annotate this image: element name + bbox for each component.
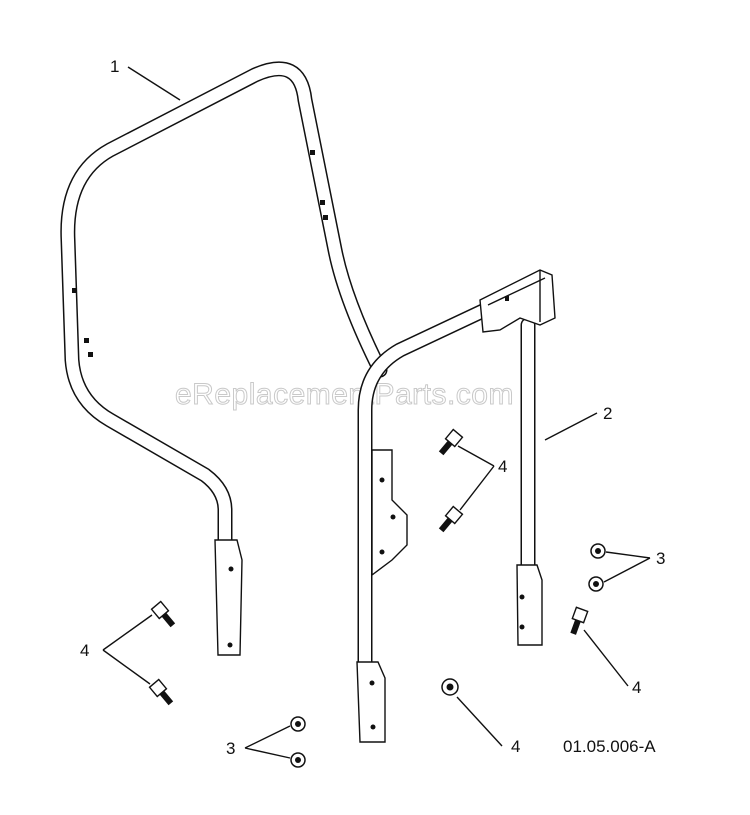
bolt-4b-lower [148,678,174,706]
part-1-loop-bar [60,61,388,656]
watermark: eReplacementParts.com [175,378,514,411]
nut-3b-lower [290,752,306,768]
bolt-4b-upper [150,600,176,628]
nut-3b-upper [290,716,306,732]
bolt-4c [570,606,589,635]
nut-4d [441,678,459,696]
drawing-code: 01.05.006-A [563,737,656,756]
callout-3-bottom: 3 [226,739,235,758]
bolt-4a-upper [438,428,464,456]
leader-lines [102,66,651,759]
nut-3a-lower [588,576,604,592]
part-2-front-frame [356,269,556,743]
nut-3a-upper [590,543,606,559]
callout-2: 2 [603,404,612,423]
callout-3-right: 3 [656,549,665,568]
callout-4-right: 4 [632,678,641,697]
callout-1: 1 [110,57,119,76]
callout-4-left: 4 [80,641,89,660]
bolt-4a-lower [438,505,464,533]
callout-4-center: 4 [498,457,507,476]
callout-4-bottom: 4 [511,737,520,756]
hardware [148,428,606,768]
